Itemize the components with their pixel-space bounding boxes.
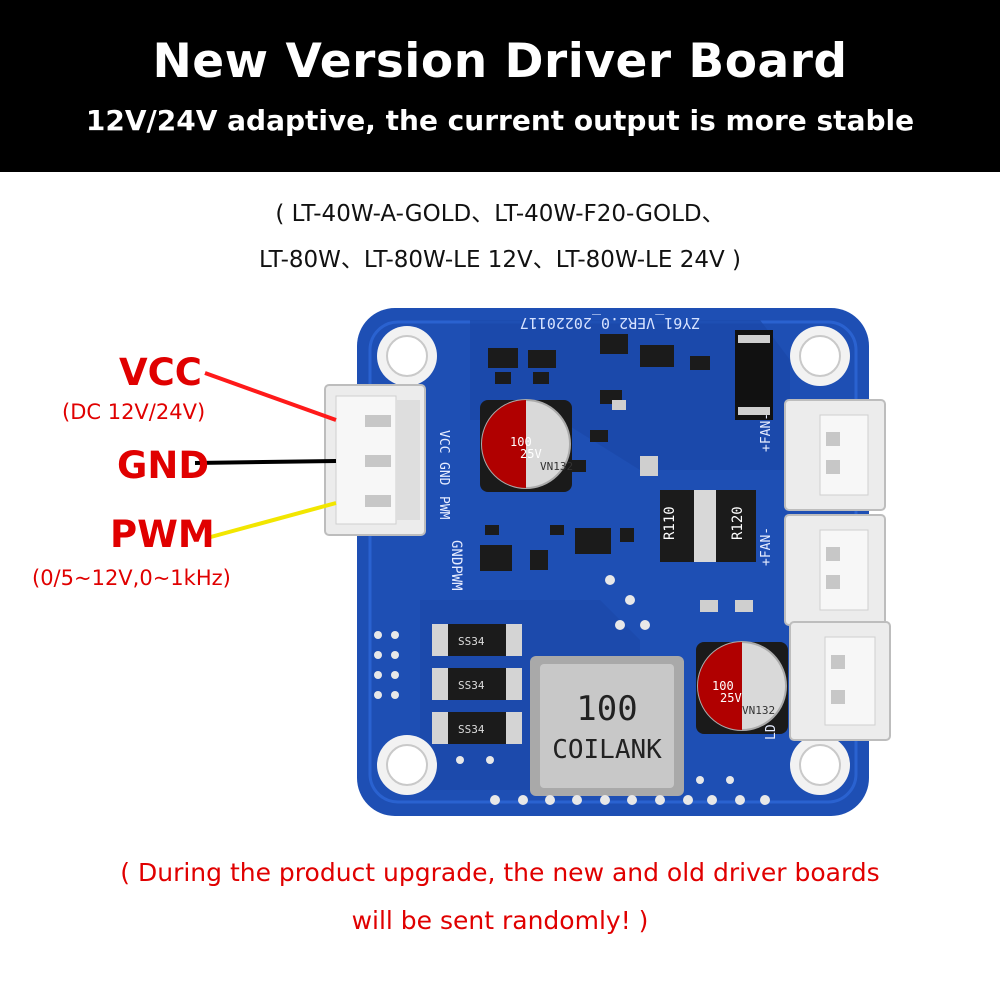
svg-text:100: 100 <box>576 689 637 729</box>
conn-label-vcc: VCC <box>436 430 451 453</box>
banner-subtitle: 12V/24V adaptive, the current output is … <box>85 104 915 137</box>
pin-label-gnd: GND <box>117 444 210 487</box>
svg-text:100: 100 <box>510 435 532 449</box>
mounting-hole <box>790 735 850 795</box>
input-connector <box>324 384 426 536</box>
fan-connector <box>784 514 886 626</box>
pin-detail-vcc: (DC 12V/24V) <box>62 400 206 424</box>
fan-connector <box>784 399 886 511</box>
svg-text:VN132: VN132 <box>540 460 573 473</box>
svg-text:SS34: SS34 <box>458 635 485 648</box>
bottom-label: GNDPWM <box>448 540 464 591</box>
pin-label-pwm: PWM <box>110 513 215 556</box>
silkscreen-header: ZY61_VER2.0_20220117 <box>520 314 701 332</box>
power-resistor: R110 R120 <box>660 490 756 562</box>
laser-connector <box>789 621 891 741</box>
banner-title: New Version Driver Board <box>152 34 848 89</box>
svg-text:25V: 25V <box>720 691 742 705</box>
pin-detail-pwm: (0/5~12V,0~1kHz) <box>32 566 231 590</box>
diode: SS34 <box>432 712 522 744</box>
vias <box>374 575 770 805</box>
ld-label: LD <box>764 724 779 740</box>
header-banner: New Version Driver Board 12V/24V adaptiv… <box>0 0 1000 172</box>
gnd-wire <box>194 459 337 465</box>
fan-label: +FAN- <box>759 527 774 566</box>
capacitor: 100 25V VN132 <box>696 641 788 734</box>
svg-text:R120: R120 <box>730 506 746 540</box>
pin-label-vcc: VCC <box>119 351 202 394</box>
pwm-wire <box>206 501 337 540</box>
conn-label-gnd: GND <box>436 462 451 486</box>
capacitor: 100 25V VN132 <box>480 399 573 492</box>
conn-label-pwm: PWM <box>436 496 451 520</box>
svg-text:100: 100 <box>712 679 734 693</box>
svg-text:R110: R110 <box>662 506 678 540</box>
note-line-2: will be sent randomly! ) <box>351 906 649 935</box>
inductor: 100 COILANK <box>530 656 684 796</box>
fan-label: +FAN- <box>759 413 774 452</box>
smd-components <box>480 330 773 571</box>
svg-text:SS34: SS34 <box>458 723 485 736</box>
vcc-wire <box>204 371 337 422</box>
compatible-models-line-1: ( LT-40W-A-GOLD、LT-40W-F20-GOLD、 <box>275 201 725 227</box>
svg-text:COILANK: COILANK <box>552 735 662 765</box>
diode: SS34 <box>432 668 522 700</box>
svg-text:25V: 25V <box>520 447 542 461</box>
mounting-hole <box>377 735 437 795</box>
compatible-models-line-2: LT-80W、LT-80W-LE 12V、LT-80W-LE 24V ) <box>258 247 741 273</box>
note-line-1: ( During the product upgrade, the new an… <box>120 858 880 887</box>
svg-text:VN132: VN132 <box>742 704 775 717</box>
mounting-hole <box>790 326 850 386</box>
mounting-hole <box>377 326 437 386</box>
svg-text:SS34: SS34 <box>458 679 485 692</box>
diode: SS34 <box>432 624 522 656</box>
